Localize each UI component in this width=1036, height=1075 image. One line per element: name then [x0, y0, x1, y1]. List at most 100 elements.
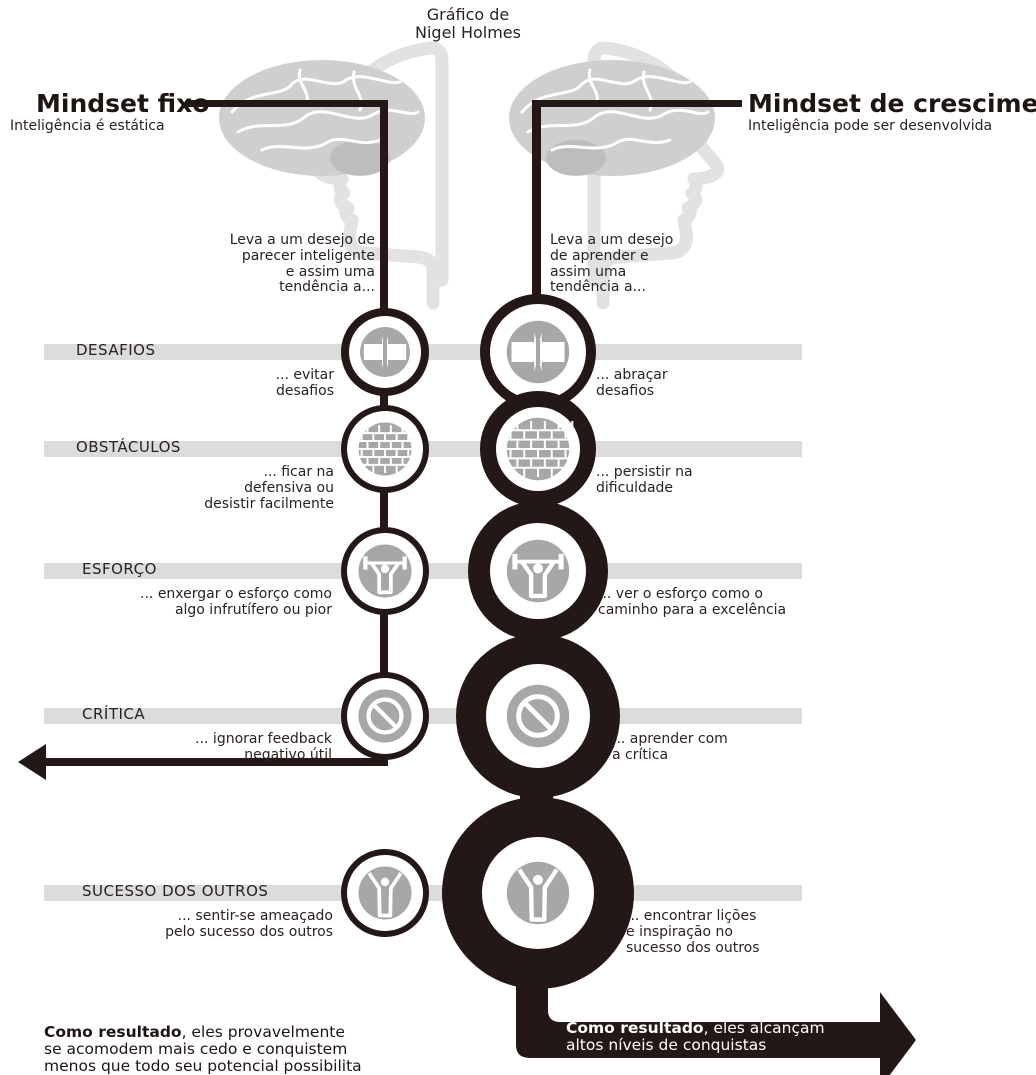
left-brain-icon [219, 60, 425, 176]
fixed-result-line: se acomodem mais cedo e conquistem [44, 1040, 348, 1059]
category-band-left [44, 563, 382, 579]
growth-node [468, 501, 608, 641]
fixed-node [341, 308, 429, 396]
growth-result-rest: , eles alcançam [703, 1019, 825, 1037]
growth-intro-line: Leva a um desejo [550, 232, 674, 248]
growth-intro-line: de aprender e [550, 247, 649, 264]
weightlifter-icon [506, 539, 570, 603]
prohibited-icon [358, 689, 412, 743]
brick-wall-icon [506, 417, 574, 481]
fixed-intro-line: e assim uma [285, 263, 375, 280]
fixed-node [341, 527, 429, 615]
arrows-icon [360, 327, 410, 377]
category-band-left [44, 885, 382, 901]
growth-mindset-subtitle: Inteligência pode ser desenvolvida [748, 118, 993, 134]
head-silhouettes [311, 41, 725, 310]
growth-response-line: e inspiração no [626, 923, 733, 940]
category-label: SUCESSO DOS OUTROS [82, 882, 269, 900]
category-label: ESFORÇO [82, 560, 157, 578]
growth-response-line: ... persistir na [596, 464, 693, 480]
category-band-left [44, 441, 382, 457]
category-label: DESAFIOS [76, 341, 156, 359]
growth-node [456, 634, 620, 798]
fixed-response-line: ... ignorar feedback [195, 731, 332, 747]
brick-wall-icon [358, 422, 416, 476]
growth-response-line: ... abraçar [596, 367, 668, 383]
category-label: CRÍTICA [82, 705, 146, 723]
growth-response-line: caminho para a excelência [598, 601, 787, 618]
category-band-right [544, 563, 802, 579]
category-band-left [44, 708, 382, 724]
fixed-intro-line: Leva a um desejo de [229, 232, 375, 248]
fixed-intro-line: parecer inteligente [241, 247, 375, 264]
fixed-response-line: negativo útil [244, 746, 332, 763]
fixed-intro-text: Leva a um desejo de parecer inteligente … [229, 232, 375, 296]
fixed-result-bold: Como resultado [44, 1023, 182, 1041]
growth-response-line: ... encontrar lições [626, 908, 757, 924]
credit-line-2: Nigel Holmes [415, 23, 521, 43]
growth-mindset-title: Mindset de crescimento [748, 89, 1036, 118]
category-band-right [544, 344, 802, 360]
growth-response-line: sucesso dos outros [626, 939, 760, 956]
category-band-left [44, 344, 382, 360]
growth-result-text: Como resultado, eles alcançam altos níve… [566, 1019, 825, 1055]
fixed-result-text: Como resultado, eles provavelmente se ac… [44, 1023, 362, 1075]
fixed-result-line-1: Como resultado, eles provavelmente [44, 1023, 362, 1041]
growth-node [442, 797, 634, 989]
fixed-result-rest: , eles provavelmente [181, 1023, 345, 1041]
growth-result-line: altos níveis de conquistas [566, 1036, 767, 1055]
fixed-response-line: desistir facilmente [204, 495, 334, 512]
celebrating-person-icon [506, 861, 570, 925]
credit-line-1: Gráfico de [426, 5, 510, 24]
growth-response-line: ... aprender com [612, 731, 728, 747]
fixed-mindset-subtitle: Inteligência é estática [10, 118, 165, 134]
graphic-credit: Gráfico de Nigel Holmes [368, 5, 568, 43]
growth-response-line: desafios [596, 382, 655, 399]
right-brain-icon [509, 60, 715, 176]
growth-result-bold: Como resultado [566, 1019, 704, 1037]
fixed-response-line: desafios [275, 382, 334, 399]
fixed-mindset-path [18, 100, 388, 780]
fixed-response-line: algo infrutífero ou pior [174, 601, 332, 618]
fixed-response-line: ... enxergar o esforço como [140, 586, 332, 602]
left-head-outline [311, 41, 449, 310]
category-label: OBSTÁCULOS [76, 438, 181, 456]
growth-result-line-1: Como resultado, eles alcançam [566, 1019, 825, 1037]
fixed-result-line: menos que todo seu potencial possibilita [44, 1057, 362, 1075]
growth-intro-line: assim uma [550, 263, 627, 280]
fixed-intro-line: tendência a... [279, 279, 375, 296]
arrows-icon [506, 320, 570, 384]
fixed-mindset-title: Mindset fixo [36, 89, 210, 118]
row-nodes [341, 294, 634, 989]
fixed-node [341, 405, 429, 493]
growth-response-line: ... ver o esforço como o [598, 586, 763, 602]
growth-response-line: a crítica [612, 746, 669, 763]
right-head-outline [587, 41, 725, 310]
fixed-response-line: defensiva ou [244, 479, 334, 496]
fixed-node [341, 672, 429, 760]
prohibited-icon [506, 684, 570, 748]
weightlifter-icon [358, 544, 412, 598]
growth-intro-text: Leva a um desejo de aprender e assim uma… [550, 232, 674, 296]
fixed-response-line: ... sentir-se ameaçado [177, 908, 333, 924]
fixed-response-line: pelo sucesso dos outros [165, 923, 333, 940]
category-band-right [544, 441, 802, 457]
fixed-node [341, 849, 429, 937]
growth-response-line: dificuldade [596, 479, 674, 496]
growth-node [480, 294, 596, 410]
growth-node [480, 391, 596, 507]
fixed-response-line: ... ficar na [263, 464, 334, 480]
growth-intro-line: tendência a... [550, 279, 646, 296]
fixed-response-line: ... evitar [275, 367, 334, 383]
